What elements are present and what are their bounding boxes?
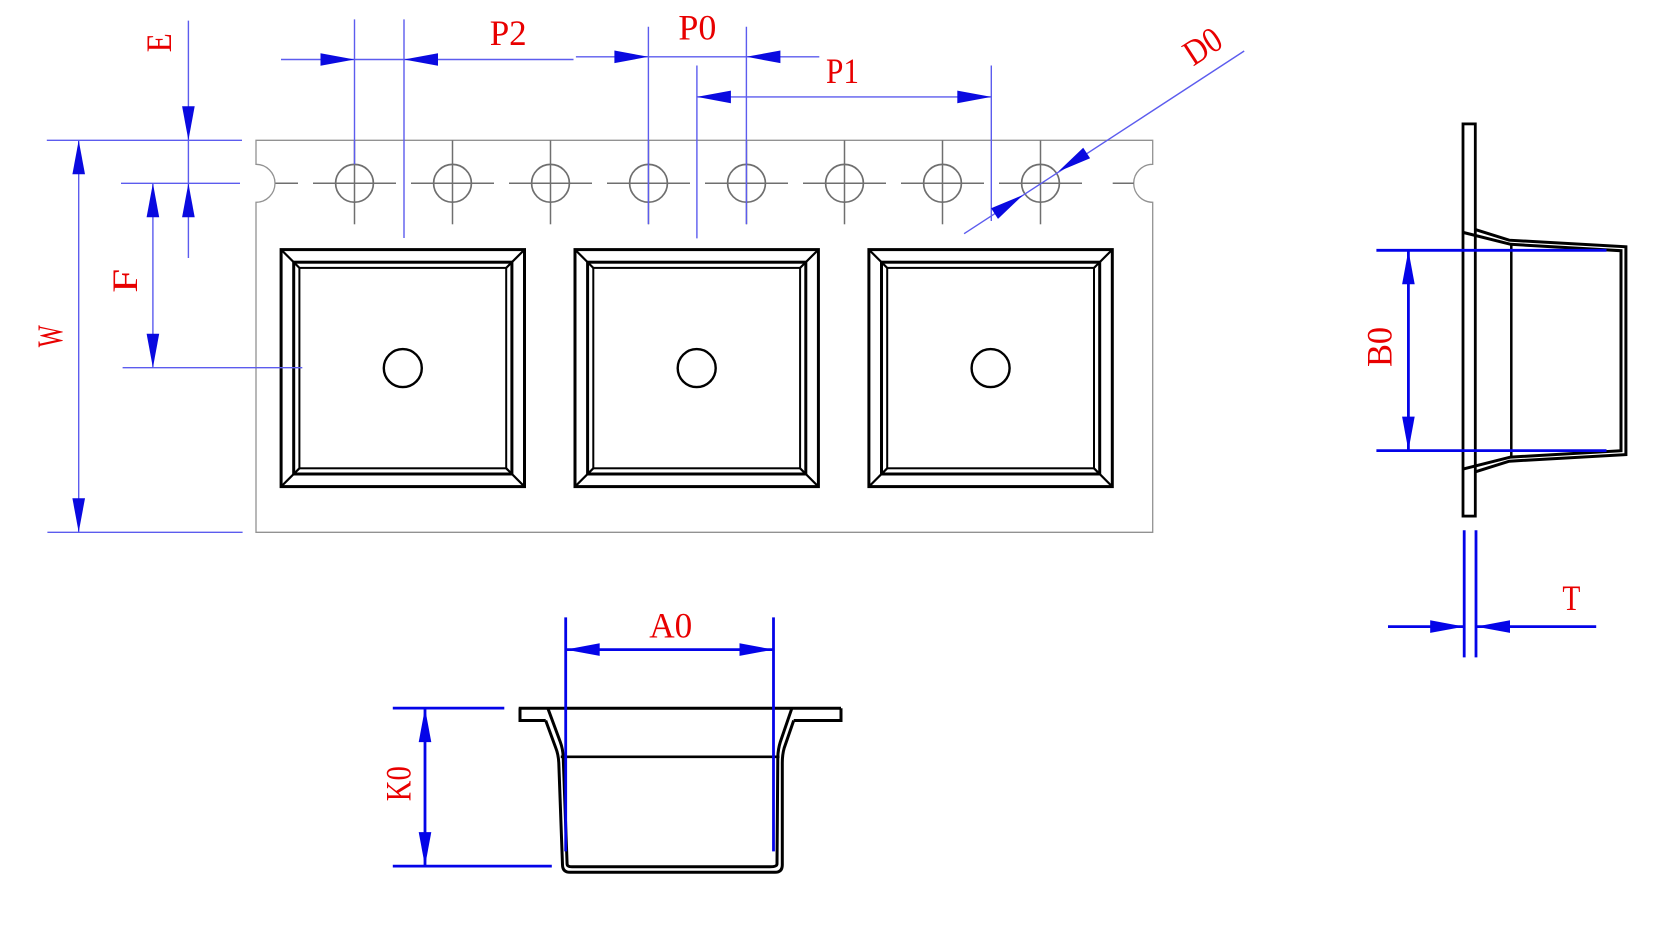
svg-text:P0: P0 [678,8,716,48]
svg-text:W: W [30,325,70,347]
svg-text:A0: A0 [649,606,692,646]
svg-text:E: E [139,33,179,52]
svg-text:B0: B0 [1360,327,1400,367]
svg-text:T: T [1562,578,1580,618]
svg-text:F: F [105,269,145,293]
svg-text:P1: P1 [826,51,859,91]
svg-text:P2: P2 [490,13,527,53]
svg-text:K0: K0 [379,766,419,801]
